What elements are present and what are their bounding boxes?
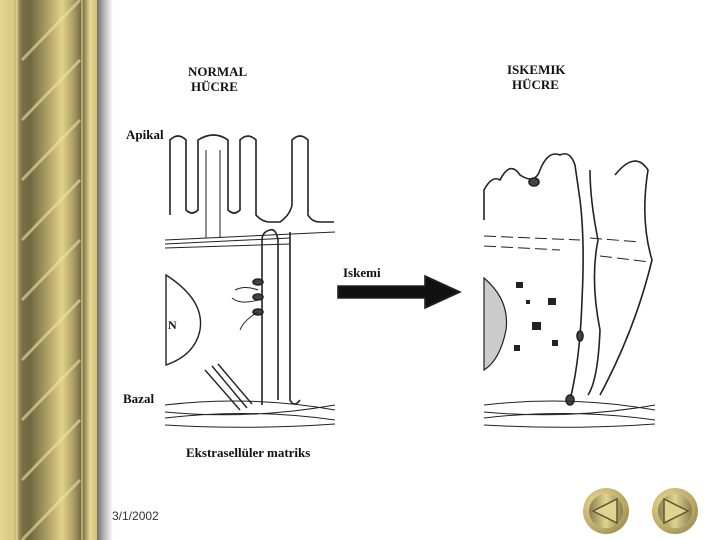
previous-slide-button[interactable] xyxy=(583,488,629,534)
ischemia-arrow xyxy=(337,274,462,310)
matrix-fibers xyxy=(164,400,336,428)
sidebar-shadow xyxy=(97,0,113,540)
ischemia-label: Iskemi xyxy=(343,265,381,280)
nucleus xyxy=(165,273,202,366)
title-line: HÜCRE xyxy=(191,79,238,94)
basal-label: Bazal xyxy=(123,391,155,406)
triangle-right-icon xyxy=(663,497,690,525)
normal-lateral-membrane xyxy=(261,228,301,405)
nucleus-label: N xyxy=(168,318,177,332)
rope-stripes xyxy=(16,0,83,540)
triangle-left-icon xyxy=(591,497,618,525)
ischemic-nucleus xyxy=(483,276,508,372)
next-slide-button[interactable] xyxy=(652,488,698,534)
title-line: NORMAL xyxy=(188,64,248,79)
matrix-label: Ekstrasellüler matriks xyxy=(186,445,311,460)
apical-label: Apikal xyxy=(126,127,164,142)
title-line: ISKEMIK xyxy=(507,62,566,77)
decorative-sidebar xyxy=(0,0,97,540)
ischemic-membrane xyxy=(483,152,653,401)
title-line: HÜCRE xyxy=(512,77,559,92)
normal-apical-membrane xyxy=(169,134,334,223)
slide-date: 3/1/2002 xyxy=(112,509,159,523)
